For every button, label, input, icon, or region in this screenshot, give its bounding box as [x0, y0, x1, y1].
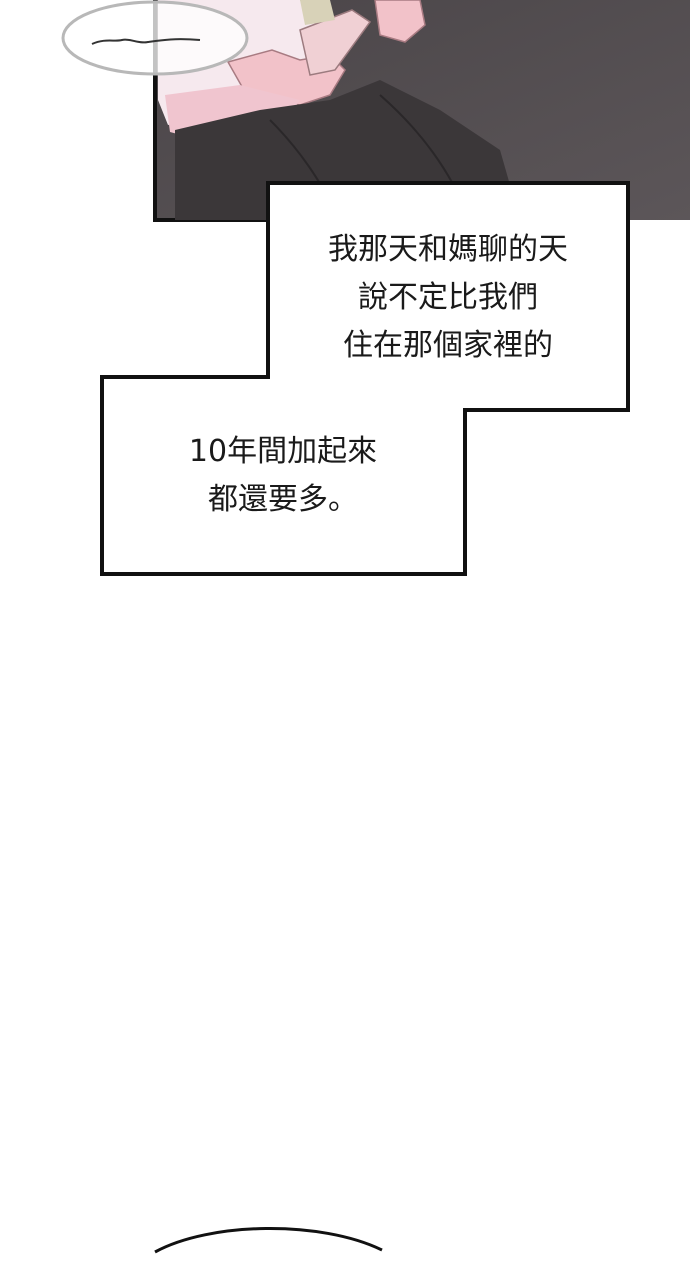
caption-2-line-2: 都還要多。	[208, 482, 358, 517]
paper-note	[299, 9, 372, 76]
caption-box-frame	[100, 181, 630, 576]
caption-box-outline	[100, 181, 630, 576]
speech-bubble-partial	[154, 1227, 383, 1254]
caption-2-line-1: 10年間加起來	[188, 434, 378, 469]
squiggle-mark	[91, 38, 201, 45]
caption-1-line-3: 住在那個家裡的	[343, 328, 553, 363]
caption-1-line-2: 說不定比我們	[358, 280, 538, 315]
faded-speech-bubble	[61, 0, 249, 76]
caption-1: 我那天和媽聊的天 說不定比我們 住在那個家裡的	[268, 226, 628, 370]
character-hand-upper	[374, 0, 426, 43]
comic-panel-illustration	[61, 0, 690, 222]
caption-2: 10年間加起來 都還要多。	[102, 428, 464, 524]
caption-1-line-1: 我那天和媽聊的天	[328, 232, 568, 267]
speech-bubble-top-edge	[154, 1227, 383, 1254]
